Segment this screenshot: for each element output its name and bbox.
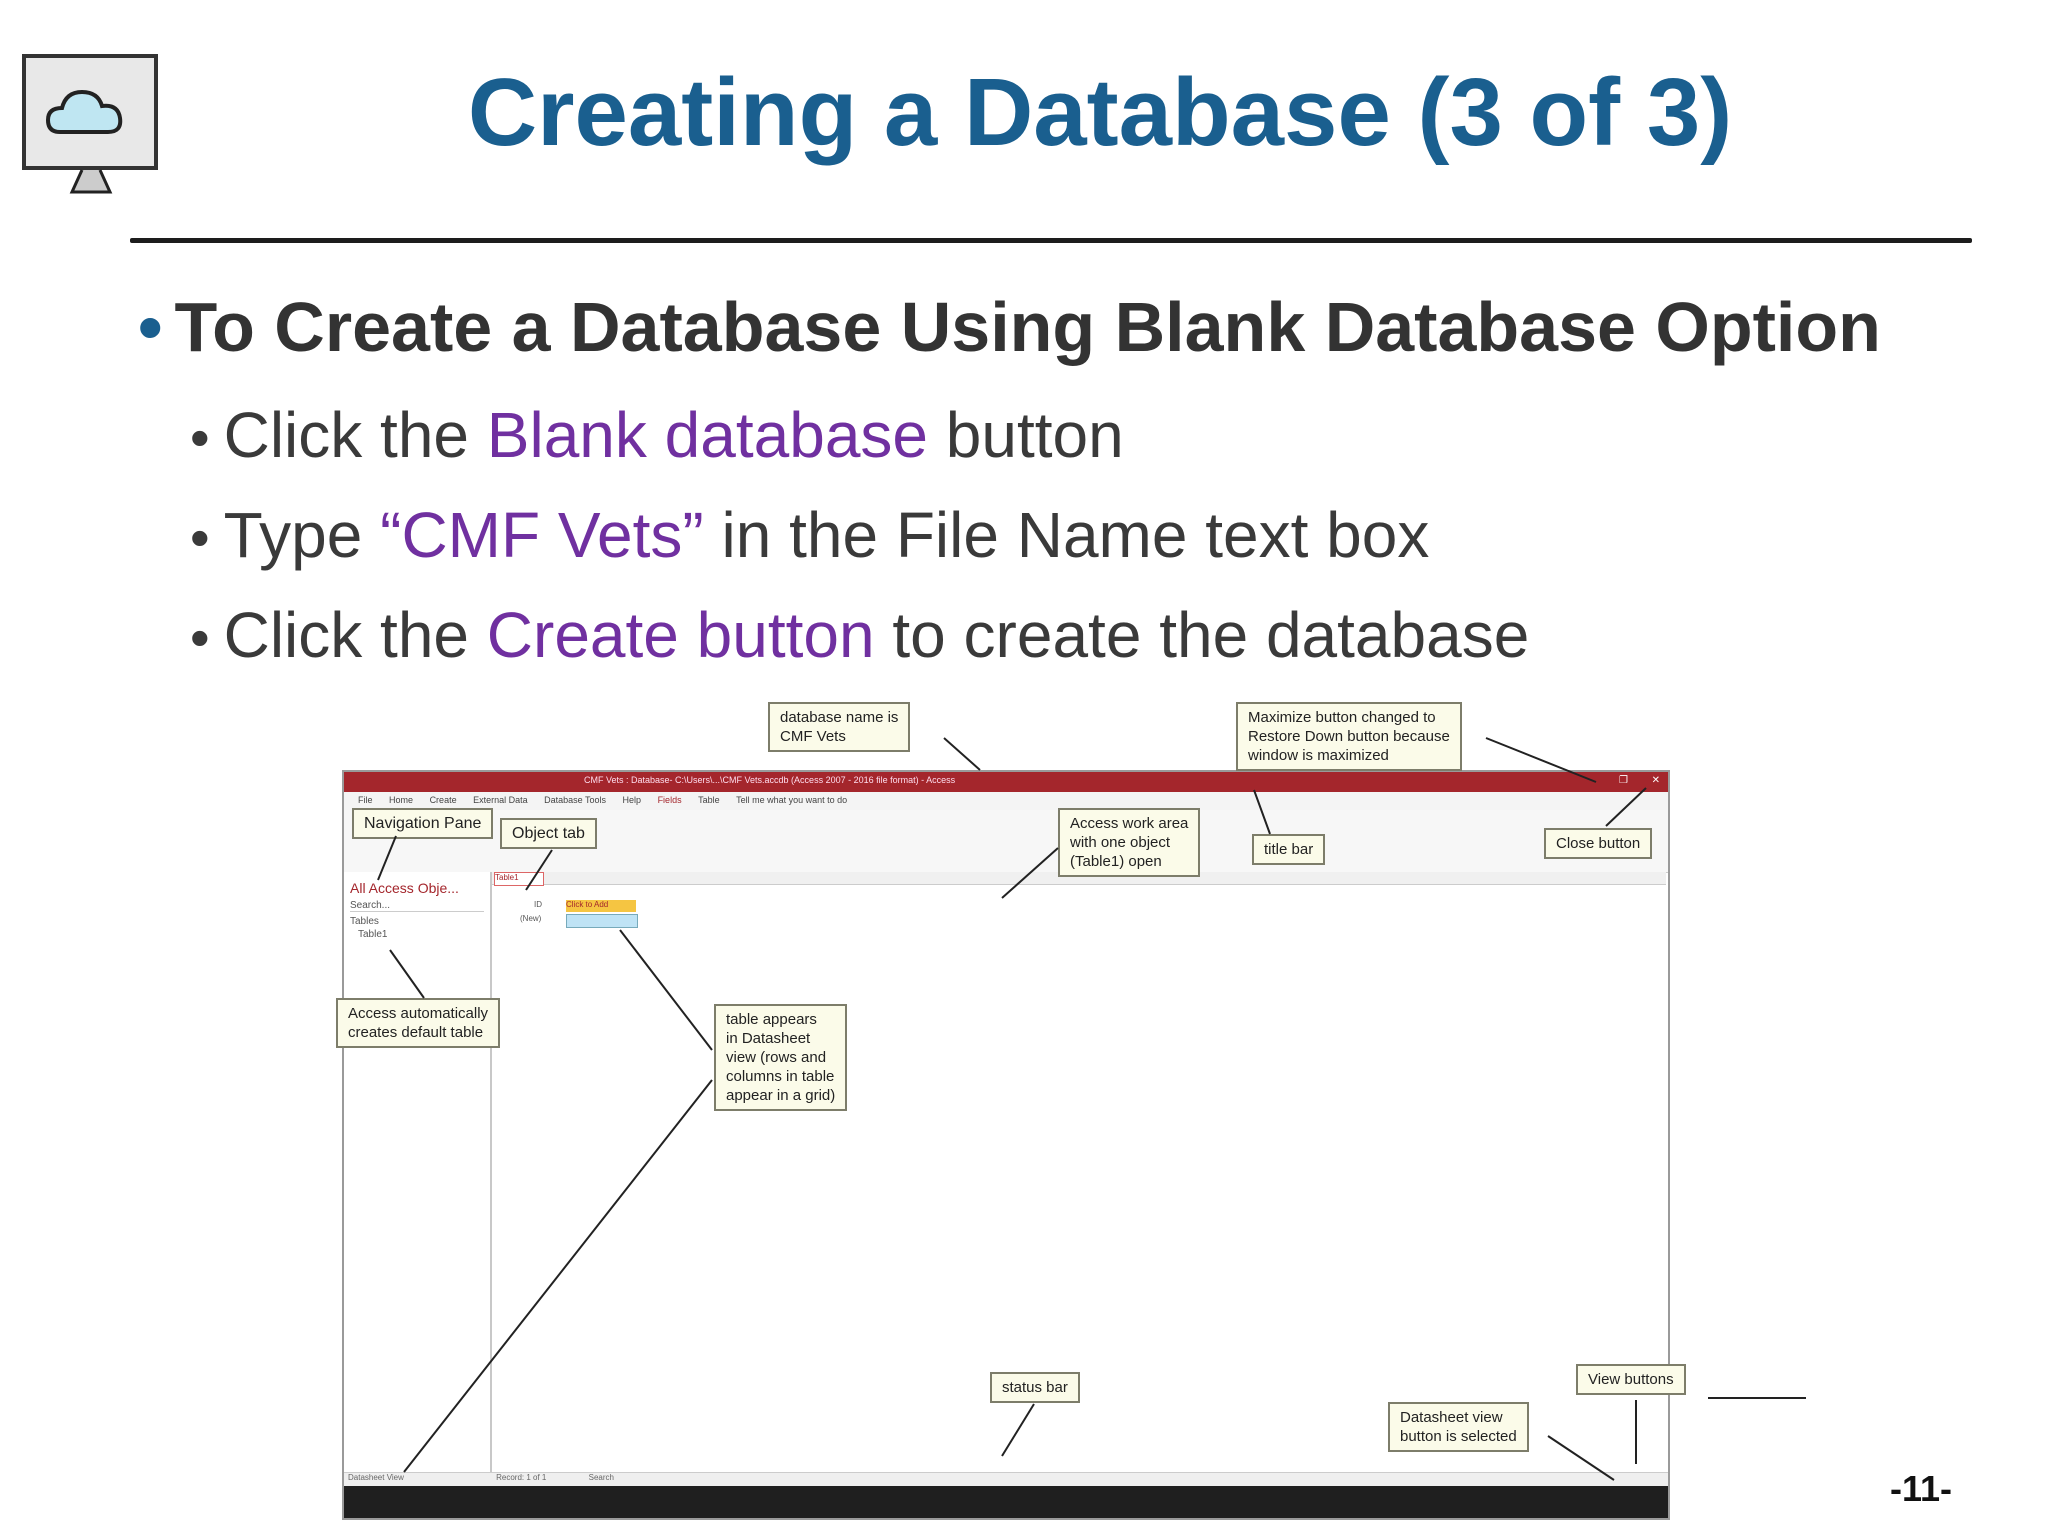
menu-item[interactable]: External Data xyxy=(473,795,528,805)
title-bar: CMF Vets : Database- C:\Users\...\CMF Ve… xyxy=(344,772,1668,792)
menu-item[interactable]: Database Tools xyxy=(544,795,607,805)
callout-database-name: database name is CMF Vets xyxy=(768,702,911,752)
callout-datasheet: table appears in Datasheet view (rows an… xyxy=(714,1004,848,1111)
window-title: CMF Vets : Database- C:\Users\...\CMF Ve… xyxy=(584,775,956,785)
column-header-id[interactable]: ID xyxy=(534,900,542,909)
callout-line: Restore Down button because xyxy=(1248,728,1450,745)
new-row-label: (New) xyxy=(520,914,542,923)
menu-bar: File Home Create External Data Database … xyxy=(344,792,1668,810)
sub-bullet-text: in the File Name text box xyxy=(703,499,1430,571)
callout-line: view (rows and xyxy=(726,1049,827,1066)
slide-title: Creating a Database (3 of 3) xyxy=(467,59,1733,166)
callout-line: appear in a grid) xyxy=(726,1087,836,1104)
sub-bullet-text: Type xyxy=(223,499,381,571)
object-tab-strip xyxy=(492,872,1666,885)
callout-view-buttons: View buttons xyxy=(1576,1364,1686,1395)
navigation-pane: All Access Obje... Search... Tables Tabl… xyxy=(344,872,492,1472)
sub-bullet-text: Click the xyxy=(223,399,487,471)
sub-bullet-text: button xyxy=(928,399,1124,471)
callout-line: Object tab xyxy=(512,825,585,842)
menu-item[interactable]: Table xyxy=(698,795,720,805)
callout-close-button: Close button xyxy=(1544,828,1653,859)
callout-line: creates default table xyxy=(348,1024,484,1041)
callout-line: Access work area xyxy=(1070,815,1189,832)
callout-default-table: Access automatically creates default tab… xyxy=(336,998,501,1048)
nav-search[interactable]: Search... xyxy=(350,900,484,912)
callout-line: View buttons xyxy=(1588,1371,1674,1388)
menu-item[interactable]: Help xyxy=(622,795,642,805)
callout-title-bar: title bar xyxy=(1252,834,1326,865)
title-divider xyxy=(130,238,1972,243)
callout-line: Datasheet view xyxy=(1400,1409,1503,1426)
main-bullet: •To Create a Database Using Blank Databa… xyxy=(138,288,1881,366)
status-bar: Datasheet View Record: 1 of 1 Search xyxy=(344,1472,1668,1487)
highlight-text: “CMF Vets” xyxy=(380,499,704,571)
menu-item[interactable]: File xyxy=(358,795,373,805)
main-bullet-text: To Create a Database Using Blank Databas… xyxy=(174,288,1881,366)
nav-item-table1[interactable]: Table1 xyxy=(358,929,388,940)
callout-line: window is maximized xyxy=(1248,747,1389,764)
status-text: Datasheet View xyxy=(348,1473,404,1482)
nav-header[interactable]: All Access Obje... xyxy=(350,880,459,896)
callout-line: columns in table xyxy=(726,1068,835,1085)
menu-item[interactable]: Home xyxy=(389,795,414,805)
sub-bullet-1: •Click the Blank database button xyxy=(190,399,1124,471)
click-to-add-column[interactable]: Click to Add xyxy=(566,900,636,912)
sub-bullet-text: to create the database xyxy=(874,599,1530,671)
tell-me-box[interactable]: Tell me what you want to do xyxy=(736,795,848,805)
callout-line: Access automatically xyxy=(348,1005,489,1022)
callout-line: Navigation Pane xyxy=(364,815,482,832)
search-box[interactable]: Search xyxy=(588,1473,614,1482)
callout-line: title bar xyxy=(1264,841,1314,858)
callout-line: Maximize button changed to xyxy=(1248,709,1436,726)
cloud-monitor-logo-icon xyxy=(22,54,158,194)
restore-down-icon[interactable]: ❐ xyxy=(1619,775,1628,786)
nav-group[interactable]: Tables xyxy=(350,916,379,927)
callout-object-tab: Object tab xyxy=(500,818,597,849)
callout-line: Close button xyxy=(1556,835,1641,852)
windows-taskbar xyxy=(344,1486,1668,1518)
highlight-text: Create button xyxy=(486,599,875,671)
sub-bullet-3: •Click the Create button to create the d… xyxy=(190,599,1530,671)
callout-line: button is selected xyxy=(1400,1428,1517,1445)
callout-navigation-pane: Navigation Pane xyxy=(352,808,494,839)
sub-bullet-text: Click the xyxy=(223,599,487,671)
highlight-text: Blank database xyxy=(486,399,929,471)
sub-bullet-2: •Type “CMF Vets” in the File Name text b… xyxy=(190,499,1430,571)
callout-datasheet-selected: Datasheet view button is selected xyxy=(1388,1402,1529,1452)
object-tab-table1[interactable]: Table1 xyxy=(494,872,544,886)
menu-item[interactable]: Fields xyxy=(657,795,682,805)
callout-work-area: Access work area with one object (Table1… xyxy=(1058,808,1201,877)
callout-maximize: Maximize button changed to Restore Down … xyxy=(1236,702,1462,771)
callout-status-bar: status bar xyxy=(990,1372,1080,1403)
callout-line: CMF Vets xyxy=(780,728,846,745)
callout-line: table appears xyxy=(726,1011,817,1028)
callout-line: in Datasheet xyxy=(726,1030,811,1047)
callout-line: database name is xyxy=(780,709,899,726)
callout-line: status bar xyxy=(1002,1379,1068,1396)
record-navigator[interactable]: Record: 1 of 1 xyxy=(496,1473,547,1482)
page-number: -11- xyxy=(1890,1468,1953,1509)
callout-line: with one object xyxy=(1070,834,1171,851)
selected-cell[interactable] xyxy=(566,914,638,928)
close-icon[interactable]: ✕ xyxy=(1651,775,1660,786)
callout-line: (Table1) open xyxy=(1070,853,1162,870)
menu-item[interactable]: Create xyxy=(429,795,457,805)
